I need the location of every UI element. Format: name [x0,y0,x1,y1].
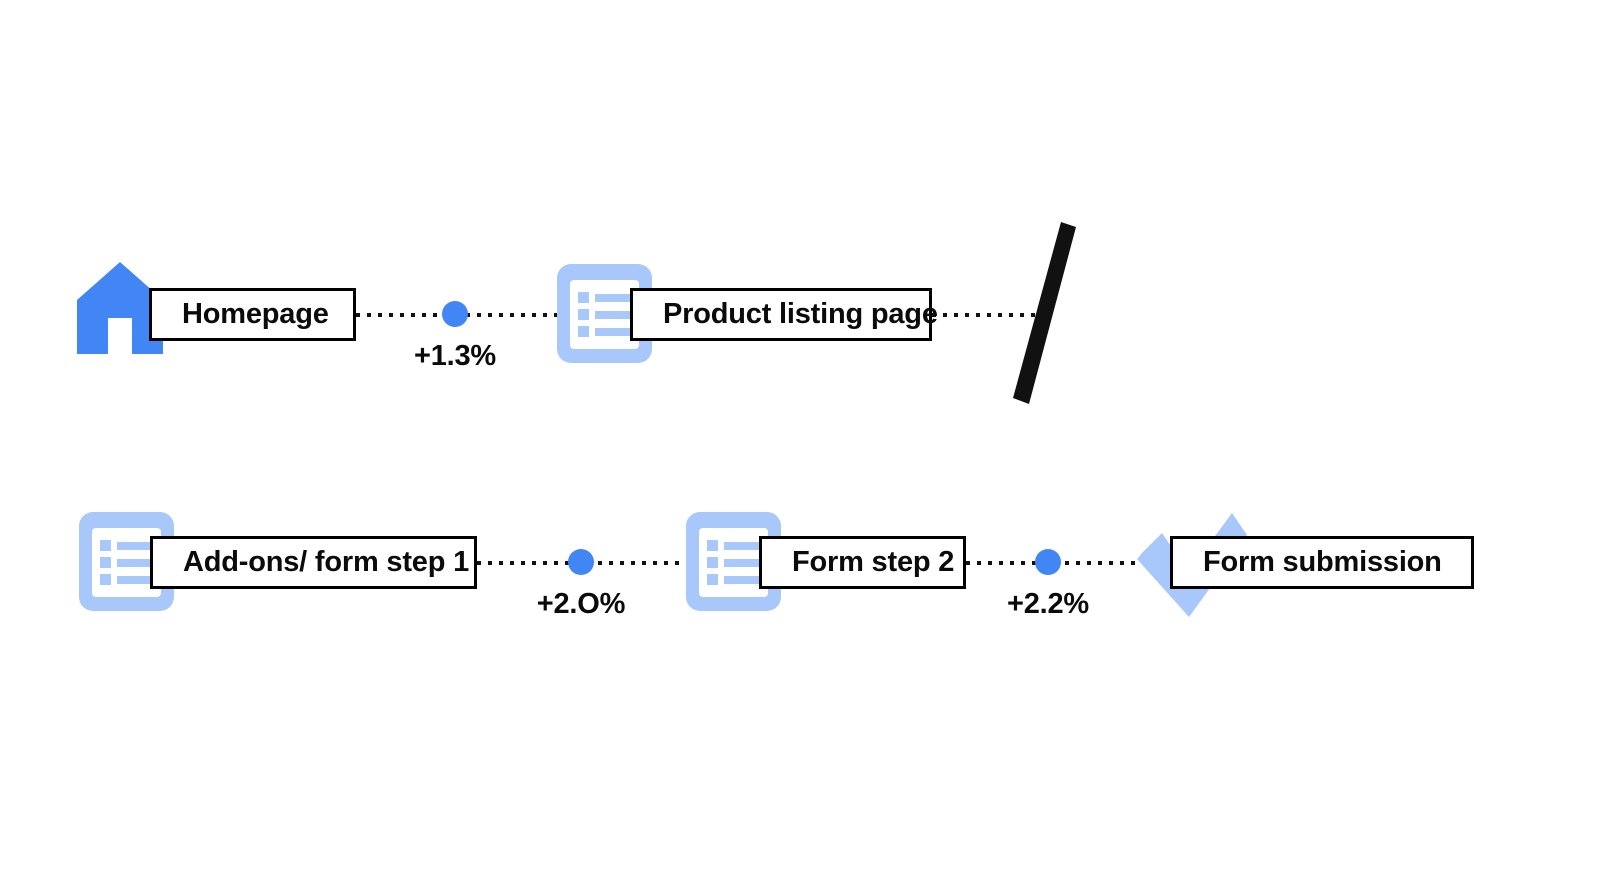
home-icon [77,262,163,354]
step-box-form-step-2[interactable]: Form step 2 [759,536,966,589]
milestone-metric-3: +2.2% [1006,588,1090,620]
step-box-homepage[interactable]: Homepage [149,288,356,341]
step-label-form-submission: Form submission [1203,546,1442,578]
list-document-icon-form-step-2 [686,512,781,611]
step-label-product-listing-page: Product listing page [663,298,938,330]
list-document-icon-product-listing [557,264,652,363]
milestone-metric-1: +1.3% [413,340,497,372]
step-box-form-submission[interactable]: Form submission [1170,536,1474,589]
connector-line-form-step-2-to-submission [966,561,1156,565]
step-label-add-ons-form-step-1: Add-ons/ form step 1 [183,546,470,578]
step-label-form-step-2: Form step 2 [792,546,955,578]
milestone-dot-1[interactable] [442,301,468,327]
milestone-dot-3[interactable] [1035,549,1061,575]
step-box-add-ons-form-step-1[interactable]: Add-ons/ form step 1 [150,536,477,589]
slash-divider-icon [1005,222,1085,404]
connector-line-product-listing-to-divider [932,313,1044,317]
step-box-product-listing-page[interactable]: Product listing page [630,288,938,341]
step-label-homepage: Homepage [182,298,329,330]
milestone-metric-2: +2.O% [536,588,626,620]
milestone-dot-2[interactable] [568,549,594,575]
